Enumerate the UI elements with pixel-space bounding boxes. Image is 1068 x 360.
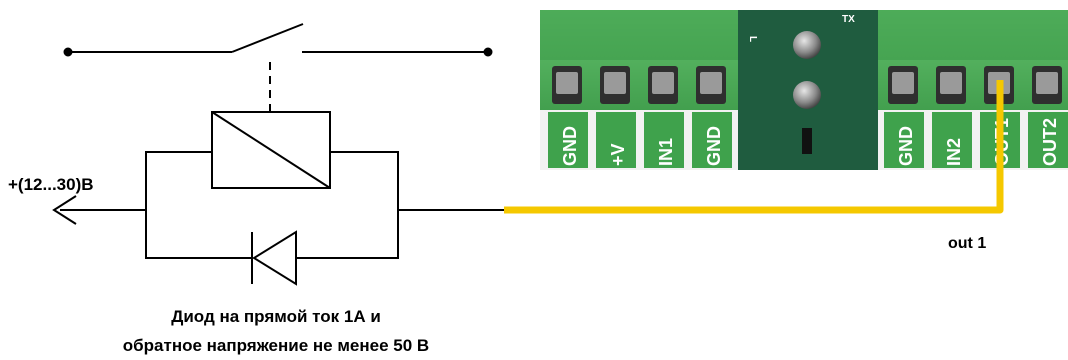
screw-icon bbox=[793, 81, 821, 109]
silkscreen-tx: TX bbox=[842, 14, 855, 25]
screw-icon bbox=[793, 31, 821, 59]
terminal-dot-left bbox=[63, 47, 73, 57]
relay-coil-diagonal bbox=[211, 111, 331, 189]
yellow-wire bbox=[504, 80, 1004, 214]
pin-label-gnd-2: GND bbox=[704, 126, 724, 166]
pin-label-in2: IN2 bbox=[944, 138, 964, 166]
relay-circuit bbox=[60, 23, 504, 259]
pin-label-gnd-1: GND bbox=[560, 126, 580, 166]
pin-label-plus-v: +V bbox=[608, 143, 628, 166]
terminal-board-photo: TX L GND +V IN1 GND GND IN2 OUT1 OUT2 bbox=[540, 10, 1068, 170]
switch-blade bbox=[231, 23, 304, 53]
diode-branch-wire bbox=[296, 210, 399, 259]
pin-label-gnd-3: GND bbox=[896, 126, 916, 166]
terminal-dot-right bbox=[483, 47, 493, 57]
diode-branch-wire bbox=[145, 210, 252, 259]
pin-label-out2: OUT2 bbox=[1040, 118, 1060, 166]
terminal-clamp bbox=[552, 66, 1062, 104]
pin-label-in1: IN1 bbox=[656, 138, 676, 166]
supply-voltage-label: +(12...30)В bbox=[8, 175, 94, 194]
diode-caption-line1: Диод на прямой ток 1А и bbox=[171, 307, 381, 326]
silkscreen-l: L bbox=[747, 36, 758, 42]
relay-coil bbox=[211, 111, 331, 189]
diode-icon bbox=[251, 230, 297, 286]
coil-branch-wire bbox=[330, 151, 399, 210]
arrow-left-icon bbox=[52, 195, 77, 225]
coil-branch-wire bbox=[145, 151, 212, 210]
diode-caption-line2: обратное напряжение не менее 50 В bbox=[123, 336, 429, 355]
output-label: out 1 bbox=[948, 235, 986, 252]
